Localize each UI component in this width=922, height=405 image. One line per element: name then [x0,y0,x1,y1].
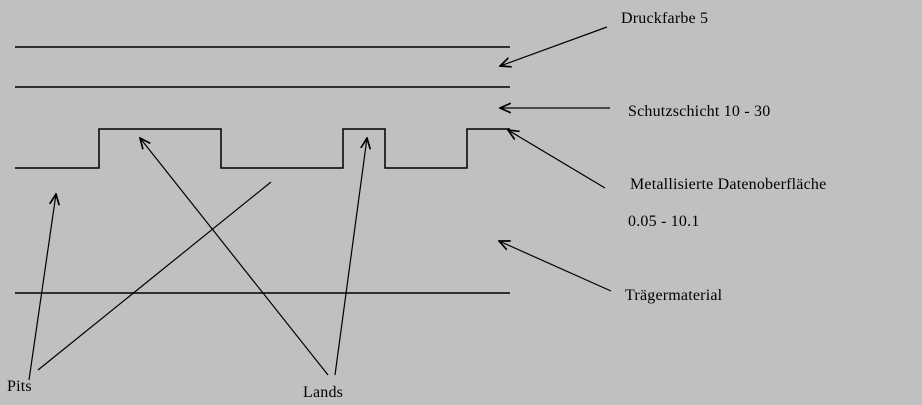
metallized-thickness-label: 0.05 - 10.1 [628,213,700,230]
metallized-data-surface-profile [15,128,510,169]
pits-arrow-right [37,181,272,371]
lands-arrow-left [140,138,329,376]
metallized-surface-label: Metallisierte Datenoberfläche [630,176,827,193]
protective-layer-label: Schutzschicht 10 - 30 [628,103,771,120]
lands-arrow-right [334,138,367,376]
substrate-label: Trägermaterial [625,287,723,304]
ink-arrow [500,26,608,66]
pits-label: Pits [7,378,32,395]
substrate-arrow [499,241,612,292]
metallized-surface-arrow [508,130,606,189]
ink-label: Druckfarbe 5 [621,10,709,27]
lands-label: Lands [303,384,344,401]
pits-arrow-left [28,194,56,381]
